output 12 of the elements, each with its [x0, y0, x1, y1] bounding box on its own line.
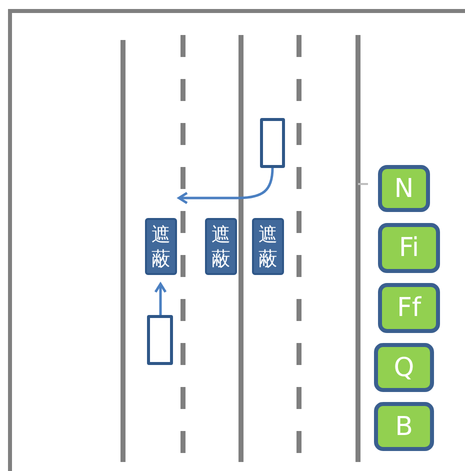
sign-box: B [374, 402, 434, 451]
car-box [147, 315, 173, 365]
sign-box: N [378, 165, 430, 212]
shield-box: 遮蔽 [205, 218, 237, 275]
shield-box: 遮蔽 [252, 218, 284, 275]
sign-box: Fi [378, 223, 440, 273]
sign-box: Ff [378, 283, 440, 333]
arrow [178, 168, 274, 204]
arrow [154, 282, 167, 315]
car-box [260, 118, 285, 168]
shield-box: 遮蔽 [145, 218, 177, 275]
sign-box: Q [374, 343, 434, 392]
